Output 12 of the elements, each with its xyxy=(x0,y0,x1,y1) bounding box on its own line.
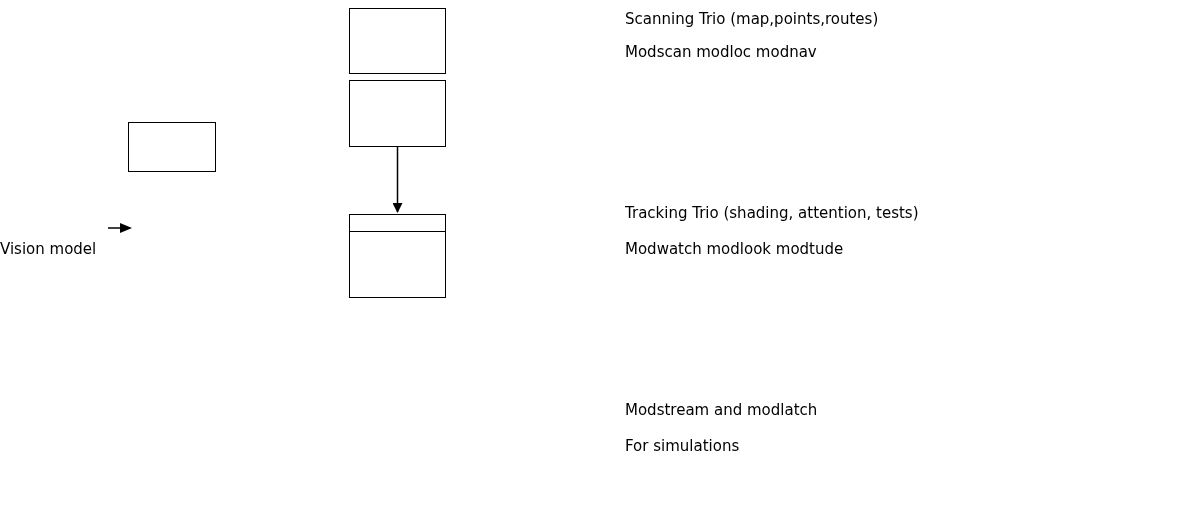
arrow xyxy=(392,146,403,213)
label-text: Tracking Trio (shading, attention, tests) xyxy=(625,204,919,222)
rectangle-box xyxy=(349,80,446,147)
rectangle-box xyxy=(349,8,446,74)
label-text: Scanning Trio (map,points,routes) xyxy=(625,10,879,28)
label-text: Modscan modloc modnav xyxy=(625,43,817,61)
label-text: For simulations xyxy=(625,437,740,455)
caption-text: Vision model xyxy=(0,240,97,258)
label-text: Modstream and modlatch xyxy=(625,401,818,419)
rectangle-box xyxy=(128,122,216,172)
label-text: Modwatch modlook modtude xyxy=(625,240,844,258)
window-box xyxy=(349,214,446,298)
